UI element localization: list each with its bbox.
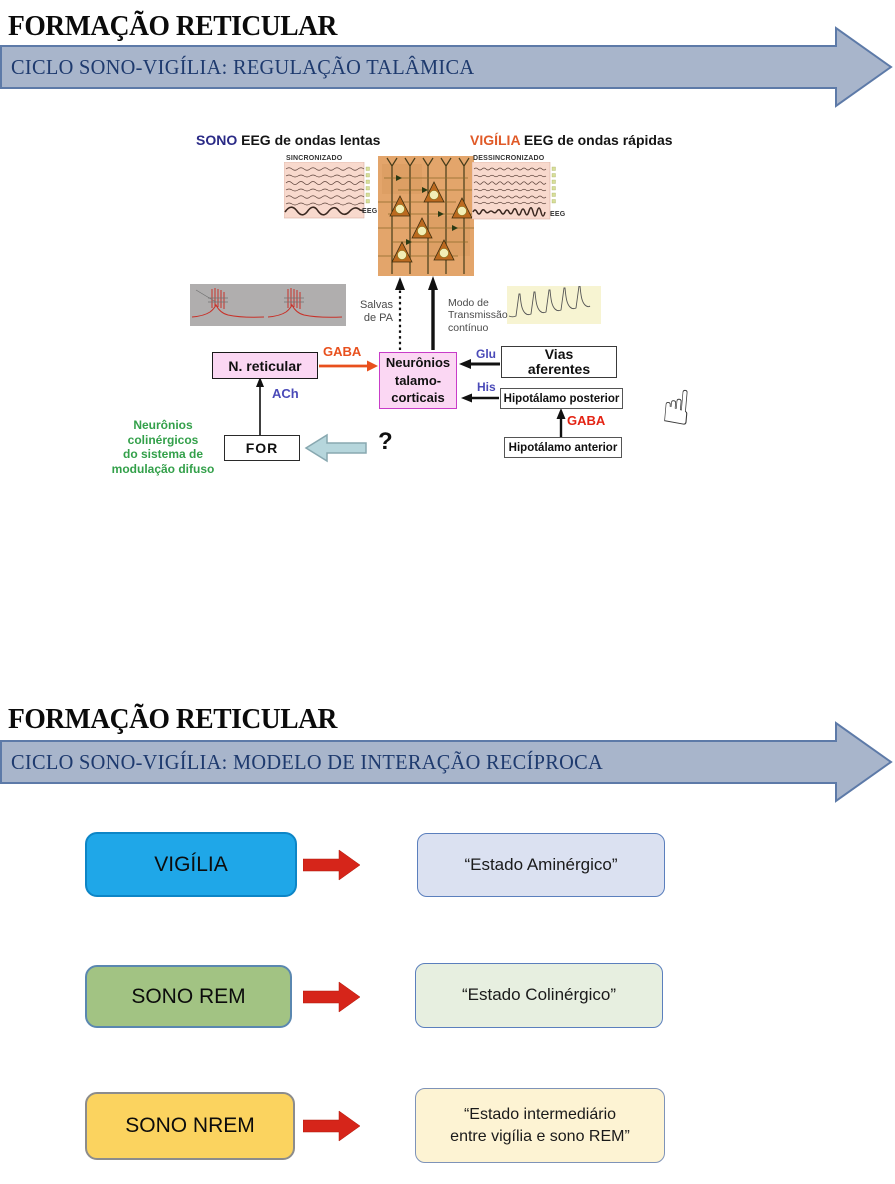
banner-arrow-shape-2 [0,721,893,803]
label-ach: ACh [272,386,299,401]
box-hipotalamo-anterior: Hipotálamo anterior [504,437,622,458]
sono-label: SONO [196,132,238,148]
sono-caption: EEG de ondas lentas [237,132,381,148]
slide1-banner-text: CICLO SONO-VIGÍLIA: REGULAÇÃO TALÂMICA [11,55,475,79]
eeg-left-trace-label: EEG [362,208,378,215]
eeg-heading-vigilia: VIGÍLIA EEG de ondas rápidas [470,132,673,148]
label-modo-transmissao: Modo de Transmissão contínuo [448,297,508,334]
eeg-right-trace-label: EEG [550,211,566,218]
box-for: FOR [224,435,300,461]
burst-firing-figure [190,284,346,326]
slide1-title: FORMAÇÃO RETICULAR [8,10,337,42]
slide2-title: FORMAÇÃO RETICULAR [8,703,337,735]
eeg-trace-panel-right [472,162,556,220]
state-box-vigilia: VIGÍLIA [85,832,297,897]
pointer-hand-icon: ☝ [659,378,694,438]
vigilia-caption: EEG de ondas rápidas [520,132,673,148]
desc-box-colinergico: “Estado Colinérgico” [415,963,663,1028]
eeg-heading-sono: SONO EEG de ondas lentas [196,132,380,148]
note-neuronios-colinergicos: Neurônios colinérgicos do sistema de mod… [111,418,215,476]
red-arrow-2 [303,981,361,1013]
state-box-sono-nrem: SONO NREM [85,1092,295,1160]
eeg-trace-panel-left [284,162,370,219]
banner-arrow-shape [0,26,893,108]
slide2-banner-text: CICLO SONO-VIGÍLIA: MODELO DE INTERAÇÃO … [11,750,603,774]
red-arrow-3 [303,1110,361,1142]
red-arrow-1 [303,849,361,881]
box-hipotalamo-posterior: Hipotálamo posterior [500,388,623,409]
cortex-neurons-figure [378,156,474,276]
box-vias-aferentes: Vias aferentes [501,346,617,378]
desc-box-aminergico: “Estado Aminérgico” [417,833,665,897]
label-glu: Glu [476,347,496,361]
eeg-right-panel-label: DESSINCRONIZADO [473,155,545,162]
tonic-firing-figure [507,286,601,324]
eeg-left-panel-label: SINCRONIZADO [286,155,343,162]
box-n-reticular: N. reticular [212,352,318,379]
question-mark-label: ? [378,428,393,455]
vigilia-label: VIGÍLIA [470,132,521,148]
box-talamo-corticais: Neurônios talamo- corticais [379,352,457,409]
left-block-arrow [304,433,367,463]
desc-box-intermediario: “Estado intermediário entre vigília e so… [415,1088,665,1163]
label-his: His [477,380,496,394]
flow-arrows [256,276,566,437]
label-gaba-reticular: GABA [323,344,362,359]
state-box-sono-rem: SONO REM [85,965,292,1028]
label-gaba-hipotalamo: GABA [567,413,606,428]
label-salvas-de-pa: Salvas de PA [359,299,393,324]
